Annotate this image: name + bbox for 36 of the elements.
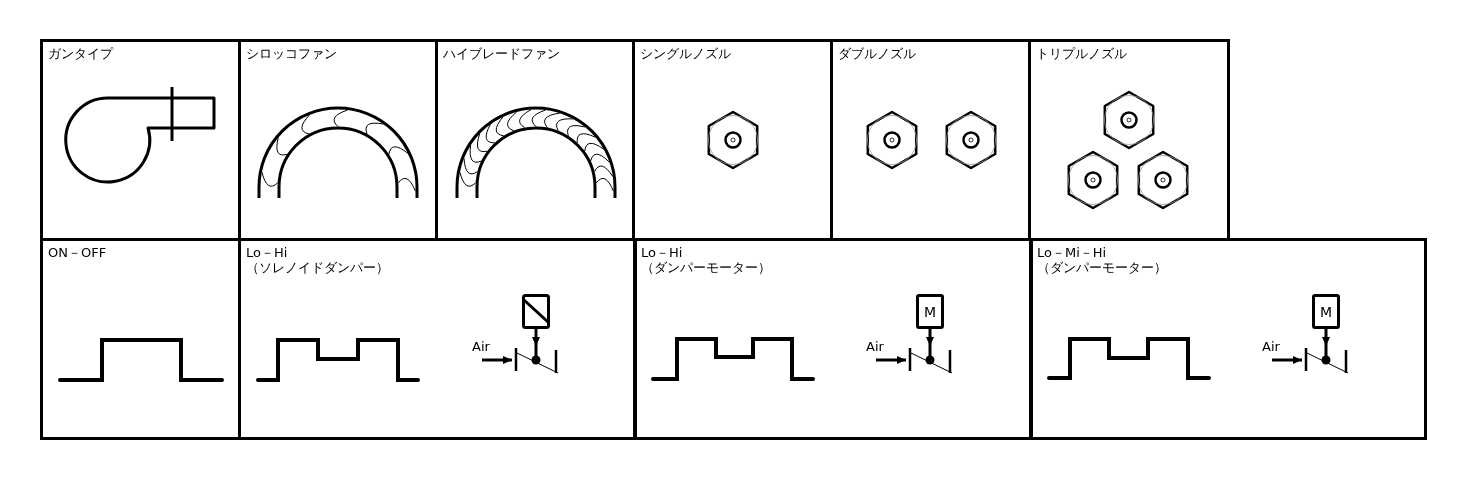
arrow: [482, 356, 512, 364]
cell-heading: ON－OFF: [48, 245, 107, 260]
grid-cell: [1028, 39, 1230, 241]
grid-cell: [1029, 238, 1427, 440]
cell-heading: ダブルノズル: [838, 46, 916, 61]
arrow: [532, 329, 540, 346]
motor-box: [916, 294, 944, 329]
grid-cell: [40, 39, 241, 241]
motor-label: M: [923, 303, 937, 320]
arrow: [876, 356, 906, 364]
motor-box: [1312, 294, 1340, 329]
arrow: [1272, 356, 1302, 364]
cell-heading: Lo－Mi－Hi: [1037, 245, 1107, 260]
damper-valve-symbol: [1302, 346, 1350, 375]
cell-heading: Lo－Hi: [246, 245, 288, 260]
cell-heading: トリプルノズル: [1036, 46, 1127, 61]
cell-heading: Lo－Hi: [641, 245, 683, 260]
damper-valve-symbol: [906, 346, 954, 375]
arrow: [1322, 329, 1330, 346]
damper-valve-symbol: [512, 346, 560, 375]
cell-heading: ガンタイプ: [48, 46, 113, 61]
edge-label: Air: [1262, 339, 1280, 354]
edge-label: Air: [866, 339, 884, 354]
grid-cell: [40, 238, 241, 440]
cell-subheading: （ダンパーモーター）: [641, 260, 771, 275]
solenoid-symbol: [522, 294, 550, 329]
cell-heading: ハイブレードファン: [443, 46, 560, 61]
grid-cell: [633, 238, 1033, 440]
arrow: [926, 329, 934, 346]
edge-label: Air: [472, 339, 490, 354]
motor-label: M: [1319, 303, 1333, 320]
cell-heading: シングルノズル: [640, 46, 731, 61]
cell-subheading: （ダンパーモーター）: [1037, 260, 1167, 275]
grid-cell: [238, 238, 637, 440]
cell-heading: シロッコファン: [246, 46, 337, 61]
cell-subheading: （ソレノイドダンパー）: [246, 260, 389, 275]
